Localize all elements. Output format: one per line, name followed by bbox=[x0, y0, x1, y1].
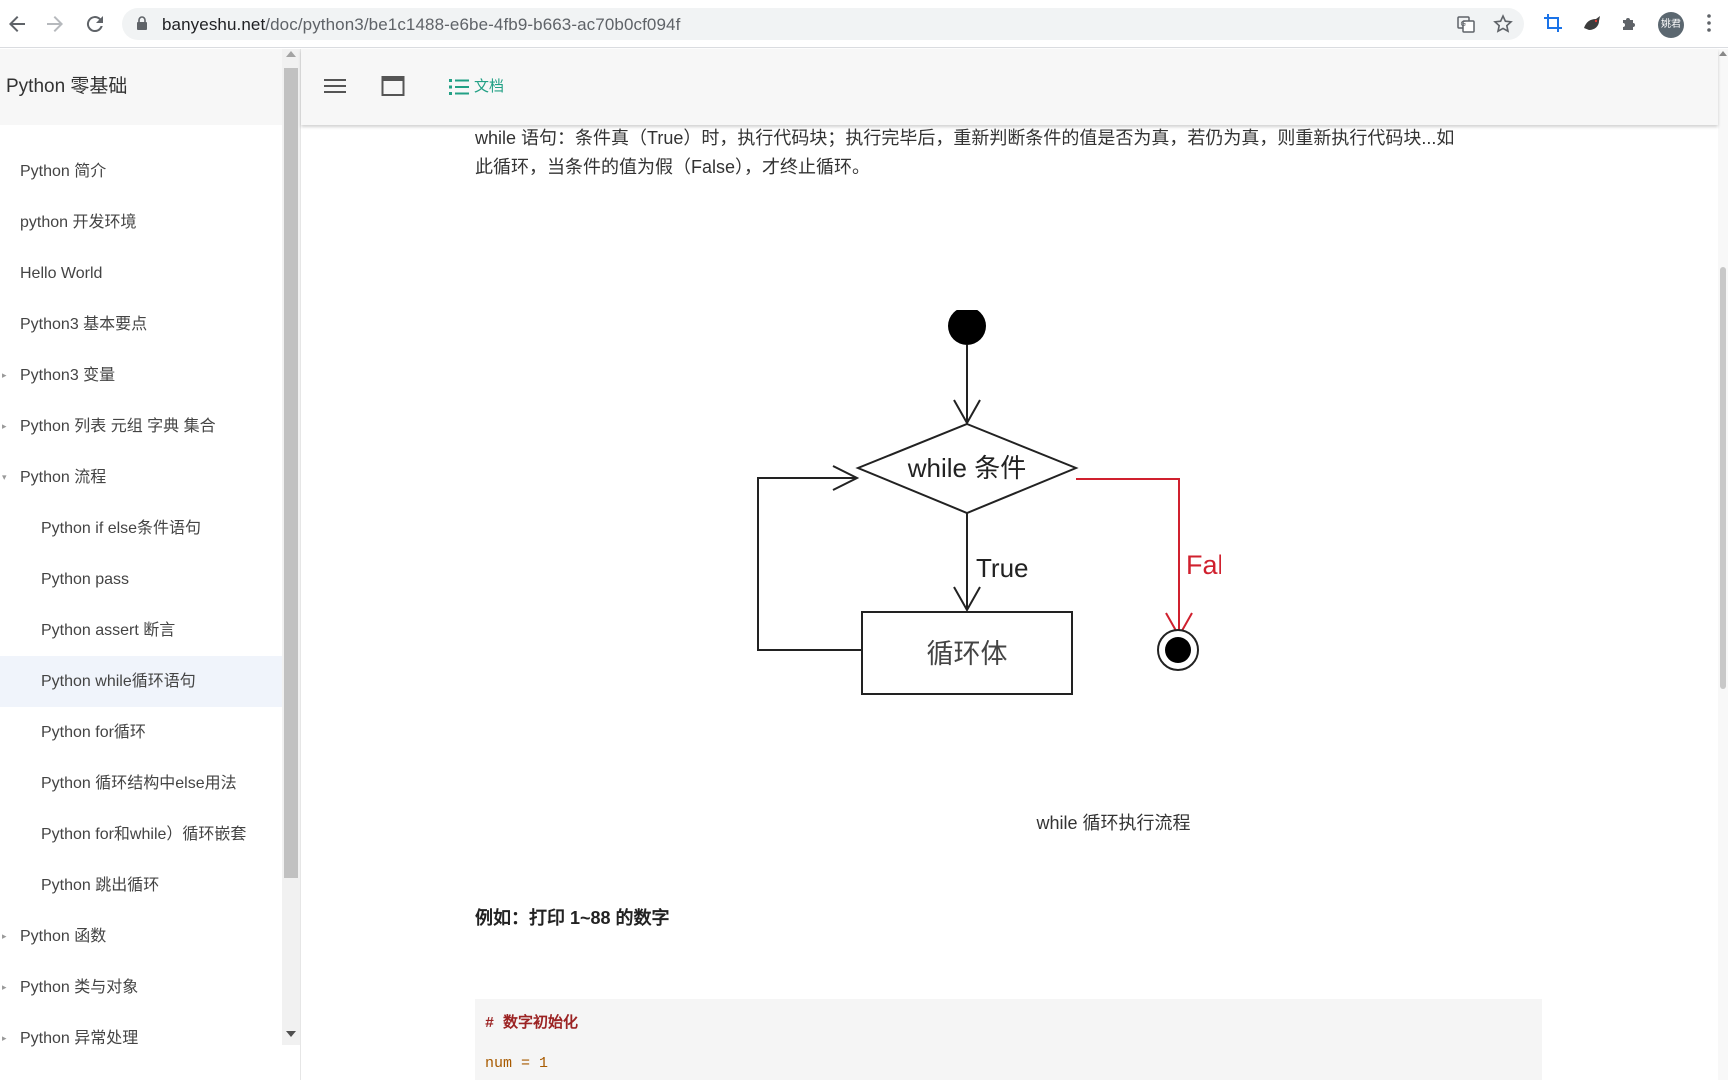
sidebar-item-label: Python 类与对象 bbox=[20, 979, 139, 996]
example-heading: 例如：打印 1~88 的数字 bbox=[475, 908, 670, 928]
intro-paragraph: while 语句：条件真（True）时，执行代码块；执行完毕后，重新判断条件的值… bbox=[475, 125, 1535, 182]
crop-extension-icon[interactable] bbox=[1541, 12, 1565, 36]
flowchart-svg: while 条件 True 循环体 False bbox=[757, 307, 1252, 695]
true-label: True bbox=[976, 553, 1029, 583]
sidebar-item-label: Python 简介 bbox=[20, 163, 107, 180]
sidebar-item-label: Python 列表 元组 字典 集合 bbox=[20, 418, 216, 435]
false-label: False bbox=[1186, 550, 1221, 580]
diagram-caption: while 循环执行流程 bbox=[301, 809, 1718, 835]
sidebar-item[interactable]: ▸ Python 类与对象 bbox=[0, 962, 282, 1013]
while-flow-diagram: while 条件 True 循环体 False bbox=[721, 307, 1252, 735]
url-text[interactable]: banyeshu.net/doc/python3/be1c1488-e6be-4… bbox=[162, 15, 680, 35]
sidebar-title[interactable]: Python 零基础 bbox=[0, 49, 282, 125]
intro-line-2: 此循环，当条件的值为假（False），才终止循环。 bbox=[475, 157, 871, 177]
sidebar-item[interactable]: Python assert 断言 bbox=[0, 605, 282, 656]
sidebar-item[interactable]: ▸ Python 列表 元组 字典 集合 bbox=[0, 401, 282, 452]
address-bar[interactable]: banyeshu.net/doc/python3/be1c1488-e6be-4… bbox=[122, 8, 1524, 40]
lock-icon bbox=[136, 16, 148, 30]
intro-line-1: while 语句：条件真（True）时，执行代码块；执行完毕后，重新判断条件的值… bbox=[475, 128, 1455, 148]
list-icon bbox=[448, 77, 470, 105]
url-domain: banyeshu.net bbox=[162, 15, 266, 34]
loop-back-line bbox=[757, 477, 862, 651]
bookmark-star-icon[interactable] bbox=[1493, 14, 1513, 34]
sidebar-item[interactable]: Python for循环 bbox=[0, 707, 282, 758]
code-block: # 数字初始化 num = 1 bbox=[475, 999, 1542, 1080]
browser-toolbar: banyeshu.net/doc/python3/be1c1488-e6be-4… bbox=[0, 0, 1728, 48]
start-node bbox=[948, 307, 986, 345]
doc-sidebar: Python 零基础 Python 简介 python 开发环境 Hello Wor… bbox=[0, 49, 301, 1080]
caret-down-icon[interactable]: ▾ bbox=[2, 472, 7, 482]
doc-tab-link[interactable]: 文档 bbox=[448, 75, 504, 99]
hamburger-menu-icon[interactable] bbox=[323, 75, 349, 97]
sidebar-item-label: Python3 基本要点 bbox=[20, 316, 148, 333]
scroll-down-arrow-icon[interactable] bbox=[286, 1031, 296, 1037]
sidebar-item-label: Python 循环结构中else用法 bbox=[41, 775, 237, 792]
sidebar-item[interactable]: ▸ Python3 变量 bbox=[0, 350, 282, 401]
kebab-menu-icon[interactable] bbox=[1697, 12, 1721, 36]
sidebar-item-label: Python while循环语句 bbox=[41, 673, 196, 690]
page-scrollbar[interactable] bbox=[1718, 49, 1728, 1080]
url-path: /doc/python3/be1c1488-e6be-4fb9-b663-ac7… bbox=[265, 15, 681, 34]
sidebar-item-label: Hello World bbox=[20, 265, 103, 282]
sidebar-item-label: Python 流程 bbox=[20, 469, 107, 486]
doc-tab-label: 文档 bbox=[474, 78, 505, 95]
bird-extension-icon[interactable] bbox=[1580, 12, 1604, 36]
doc-toolbar: 文档 bbox=[301, 49, 1718, 125]
caret-right-icon[interactable]: ▸ bbox=[2, 931, 7, 941]
caret-right-icon[interactable]: ▸ bbox=[2, 1033, 7, 1043]
sidebar-item-label: Python 函数 bbox=[20, 928, 107, 945]
profile-avatar[interactable]: 姚君 bbox=[1658, 12, 1684, 38]
caret-right-icon[interactable]: ▸ bbox=[2, 370, 7, 380]
sidebar-divider bbox=[300, 49, 301, 1080]
sidebar-item[interactable]: ▾ Python 流程 bbox=[0, 452, 282, 503]
sidebar-item[interactable]: Python for和while）循环嵌套 bbox=[0, 809, 282, 860]
sidebar-item[interactable]: Python 循环结构中else用法 bbox=[0, 758, 282, 809]
puzzle-extensions-icon[interactable] bbox=[1618, 12, 1642, 36]
sidebar-item[interactable]: Python3 基本要点 bbox=[0, 299, 282, 350]
page-scroll-thumb[interactable] bbox=[1720, 267, 1726, 689]
sidebar-item-label: Python assert 断言 bbox=[41, 622, 176, 639]
condition-label: while 条件 bbox=[907, 453, 1026, 483]
caption-text: while 循环执行流程 bbox=[1036, 813, 1191, 833]
sidebar-item[interactable]: Python while循环语句 bbox=[0, 656, 282, 707]
sidebar-scrollbar[interactable] bbox=[282, 49, 300, 1045]
sidebar-item[interactable]: Hello World bbox=[0, 248, 282, 299]
page-scroll-up-icon[interactable] bbox=[1719, 51, 1727, 56]
loop-body-label: 循环体 bbox=[927, 639, 1008, 670]
fullscreen-window-icon[interactable] bbox=[381, 75, 407, 97]
sidebar-item-label: Python for和while）循环嵌套 bbox=[41, 826, 247, 843]
code-comment-line: # 数字初始化 bbox=[485, 1015, 579, 1032]
sidebar-item[interactable]: ▸ Python 异常处理 bbox=[0, 1013, 282, 1064]
sidebar-item[interactable]: ▸ Python 函数 bbox=[0, 911, 282, 962]
sidebar-item[interactable]: Python 简介 bbox=[0, 146, 282, 197]
false-branch-line bbox=[1076, 478, 1180, 636]
translate-icon[interactable]: G bbox=[1456, 14, 1476, 34]
back-icon[interactable] bbox=[5, 12, 29, 36]
end-node-dot bbox=[1165, 637, 1191, 663]
reload-icon[interactable] bbox=[83, 12, 107, 36]
sidebar-item-label: Python if else条件语句 bbox=[41, 520, 202, 537]
scroll-up-arrow-icon[interactable] bbox=[286, 51, 296, 57]
sidebar-item[interactable]: Python pass bbox=[0, 554, 282, 605]
doc-content: while 语句：条件真（True）时，执行代码块；执行完毕后，重新判断条件的值… bbox=[301, 125, 1718, 1080]
sidebar-item-label: Python3 变量 bbox=[20, 367, 116, 384]
sidebar-item-label: Python pass bbox=[41, 571, 130, 588]
forward-icon[interactable] bbox=[43, 12, 67, 36]
sidebar-scroll-thumb[interactable] bbox=[284, 68, 298, 878]
sidebar-item[interactable]: Python if else条件语句 bbox=[0, 503, 282, 554]
sidebar-item-label: python 开发环境 bbox=[20, 214, 137, 231]
caret-right-icon[interactable]: ▸ bbox=[2, 421, 7, 431]
sidebar-item-label: Python 跳出循环 bbox=[41, 877, 160, 894]
sidebar-item-label: Python 异常处理 bbox=[20, 1030, 139, 1047]
caret-right-icon[interactable]: ▸ bbox=[2, 982, 7, 992]
true-arrowhead bbox=[953, 586, 981, 613]
sidebar-item[interactable]: Python 跳出循环 bbox=[0, 860, 282, 911]
sidebar-item[interactable]: python 开发环境 bbox=[0, 197, 282, 248]
loop-body-box bbox=[861, 611, 1073, 695]
sidebar-item-label: Python for循环 bbox=[41, 724, 146, 741]
loop-back-arrowhead bbox=[832, 465, 860, 491]
svg-text:G: G bbox=[1461, 20, 1466, 28]
code-line: num = 1 bbox=[485, 1055, 549, 1072]
